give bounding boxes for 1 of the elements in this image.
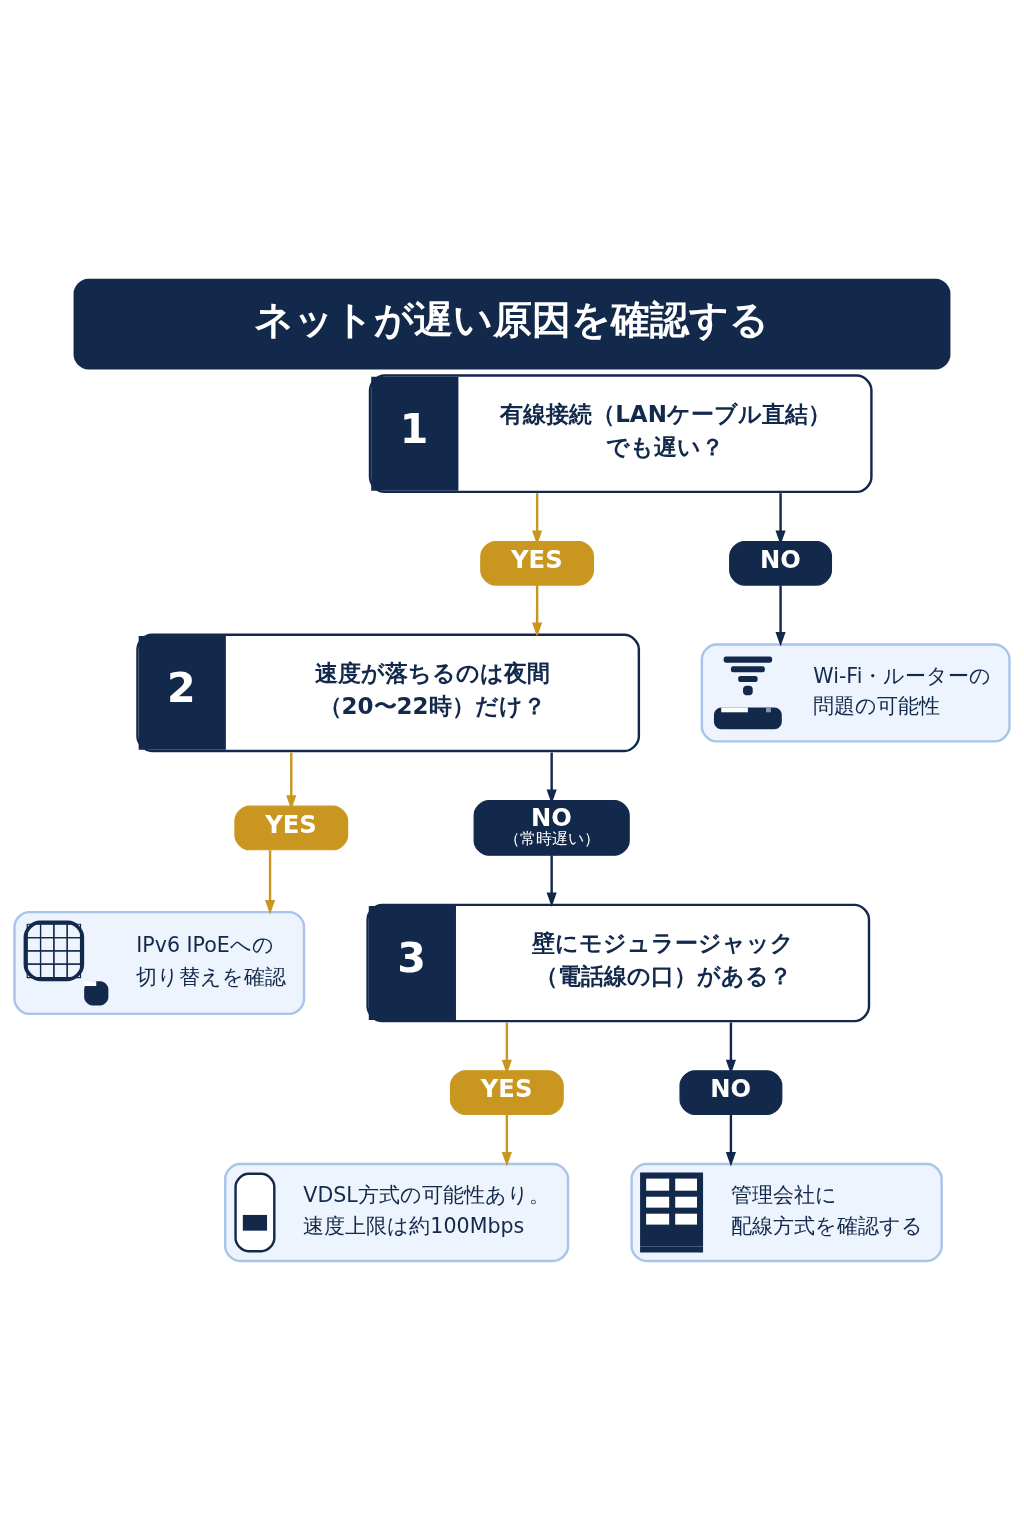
diagram-title: ネットが遅い原因を確認する xyxy=(254,297,770,343)
